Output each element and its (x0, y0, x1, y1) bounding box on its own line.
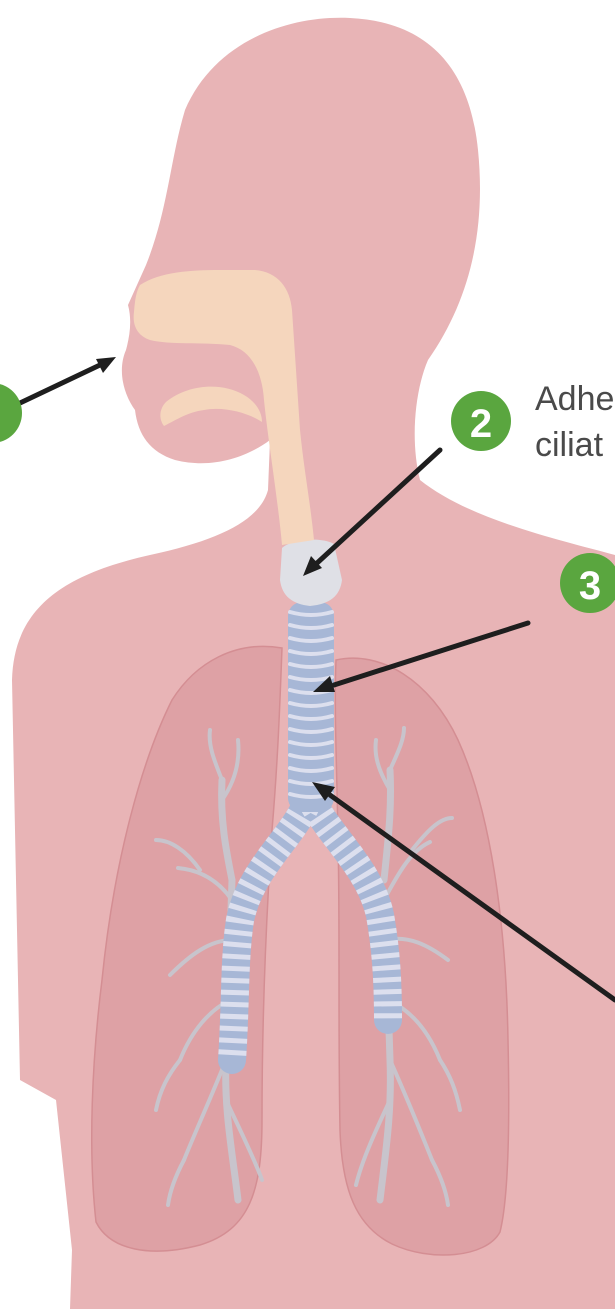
badge-1 (0, 383, 22, 443)
trachea-rings (290, 612, 332, 797)
badge-2: 2 (451, 391, 511, 451)
badge-3-label: 3 (579, 564, 601, 608)
text-line-1: Adhe (535, 380, 614, 418)
arrow-1 (20, 365, 100, 403)
badge-2-label: 2 (470, 402, 492, 446)
text-line-2: ciliat (535, 426, 604, 464)
